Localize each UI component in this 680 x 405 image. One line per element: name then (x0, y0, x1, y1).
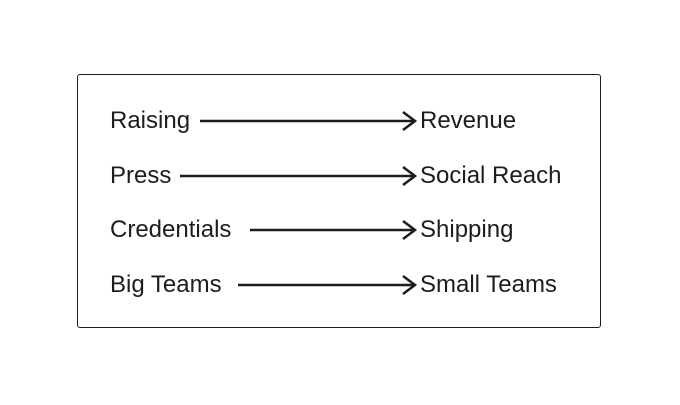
mapping-row-credentials: Credentials Shipping (0, 213, 680, 247)
source-label: Raising (110, 107, 191, 134)
diagram-frame (77, 74, 601, 328)
mapping-row-press: Press Social Reach (0, 159, 680, 193)
source-label: Big Teams (110, 271, 222, 298)
mapping-row-raising: Raising Revenue (0, 104, 680, 138)
arrow-right-icon (238, 275, 418, 295)
target-label: Shipping (420, 216, 514, 243)
arrow-right-icon (180, 166, 418, 186)
mapping-row-big-teams: Big Teams Small Teams (0, 268, 680, 302)
arrow-right-icon (200, 111, 418, 131)
source-label: Press (110, 162, 172, 189)
target-label: Revenue (420, 107, 517, 134)
target-label: Social Reach (420, 162, 562, 189)
source-label: Credentials (110, 216, 232, 243)
arrow-right-icon (250, 220, 418, 240)
target-label: Small Teams (420, 271, 557, 298)
